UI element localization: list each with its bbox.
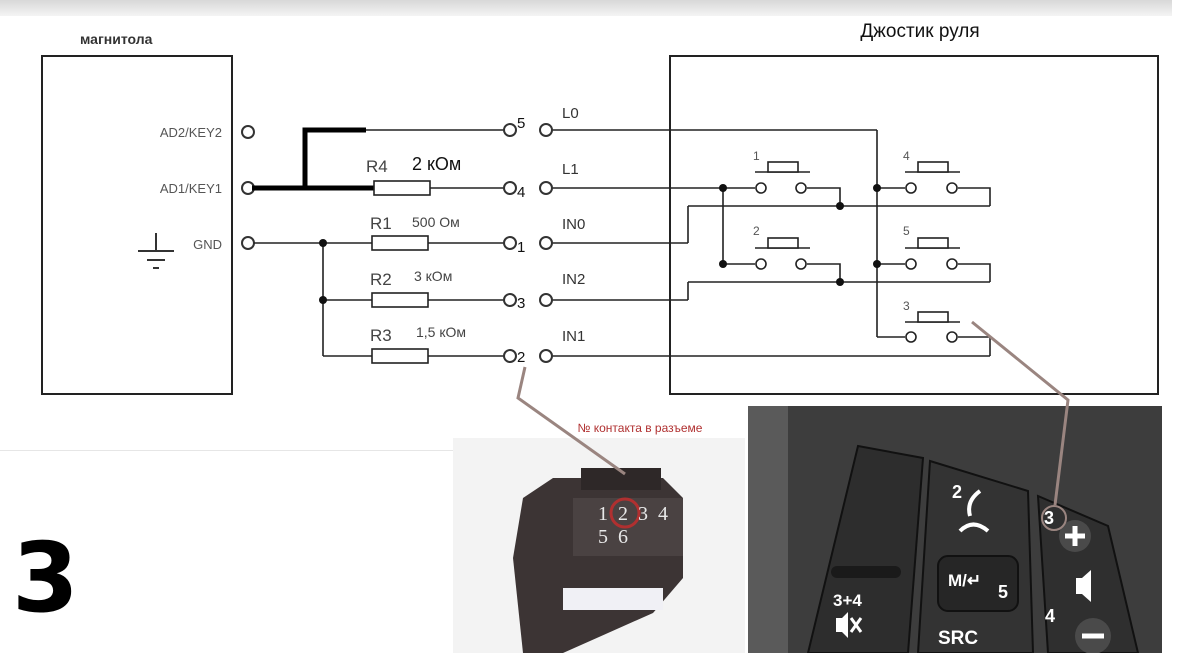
highlight-circle (609, 497, 641, 529)
line-label-in2: IN2 (562, 271, 585, 288)
connector-pin-label: 2 (618, 503, 628, 525)
terminal-ad2 (241, 125, 255, 139)
connector-terminal (503, 349, 517, 363)
button-number: 1 (753, 149, 760, 163)
wires (254, 129, 991, 357)
resistor-r3 (371, 348, 429, 364)
push-button-3 (905, 311, 960, 343)
connector-pin-number: 3 (517, 295, 525, 312)
connector-terminal (539, 349, 553, 363)
connector-pin-label: 1 (598, 503, 608, 525)
resistor-r4 (373, 180, 431, 196)
top-bar (0, 0, 1172, 16)
joystick-box (669, 55, 1159, 395)
src-button: SRC (938, 628, 978, 649)
connector-terminal (539, 293, 553, 307)
resistor-r3-value: 1,5 кОм (416, 324, 466, 340)
junction-dots (319, 184, 881, 304)
pin-label-ad1: AD1/KEY1 (160, 181, 222, 196)
jumper-wire (252, 127, 374, 191)
push-button-1 (755, 161, 810, 194)
connector-pin-label: 6 (618, 526, 628, 548)
connector-pin-label: 3 (638, 503, 648, 525)
mute-icon (836, 612, 863, 638)
terminal-gnd (241, 236, 255, 250)
push-button-5 (905, 237, 960, 270)
wheel-label-3plus4: 3+4 (833, 591, 862, 610)
connector-photo: 1 2 3 4 5 6 (453, 438, 745, 653)
wheel-label-5: 5 (998, 582, 1008, 602)
push-button-2 (755, 237, 810, 270)
joystick-label: Джостик руля (860, 21, 979, 42)
highlight-circle (1041, 505, 1067, 531)
separator-line (0, 450, 453, 451)
line-label-in1: IN1 (562, 328, 585, 345)
connector-terminal (503, 236, 517, 250)
resistor-r2 (371, 292, 429, 308)
plus-icon (1065, 526, 1085, 546)
button-number: 2 (753, 224, 760, 238)
resistor-r1-name: R1 (370, 214, 392, 233)
line-label-l0: L0 (562, 105, 579, 122)
connector-terminal (539, 181, 553, 195)
button-number: 4 (903, 149, 910, 163)
pin-label-gnd: GND (193, 237, 222, 252)
radio-box (41, 55, 233, 395)
connector-terminal (539, 123, 553, 137)
connector-pin-label: 4 (658, 503, 668, 525)
resistor-r3-name: R3 (370, 326, 392, 345)
steering-wheel-photo: 2 3 3+4 5 4 M/↵ SRC (748, 406, 1162, 653)
resistor-r4-value: 2 кОм (412, 154, 461, 174)
resistor-r4-name: R4 (366, 157, 388, 176)
wheel-label-2: 2 (952, 482, 962, 502)
radio-label: магнитола (80, 31, 153, 47)
button-number: 3 (903, 299, 910, 313)
connector-pin-label: 5 (598, 526, 608, 548)
connector-pin-number: 5 (517, 115, 525, 132)
resistor-r2-name: R2 (370, 270, 392, 289)
wheel-label-3: 3 (1044, 508, 1054, 528)
connector-terminal (503, 293, 517, 307)
figure-number: 3 (12, 522, 79, 634)
resistor-r1 (371, 235, 429, 251)
connector-terminal (503, 123, 517, 137)
speaker-icon (1076, 570, 1091, 602)
ground-icon (138, 233, 174, 269)
resistor-r2-value: 3 кОм (414, 268, 452, 284)
button-number: 5 (903, 224, 910, 238)
resistor-r1-value: 500 Ом (412, 214, 460, 230)
connector-terminal (503, 181, 517, 195)
connector-pin-number: 1 (517, 239, 525, 256)
wheel-label-4: 4 (1045, 606, 1055, 626)
connector-terminal (539, 236, 553, 250)
line-label-in0: IN0 (562, 216, 585, 233)
push-button-4 (905, 161, 960, 194)
connector-pin-number: 4 (517, 184, 525, 201)
pin-label-ad2: AD2/KEY2 (160, 125, 222, 140)
mode-button: M/↵ (948, 571, 981, 590)
connector-pin-number: 2 (517, 349, 525, 366)
line-label-l1: L1 (562, 161, 579, 178)
